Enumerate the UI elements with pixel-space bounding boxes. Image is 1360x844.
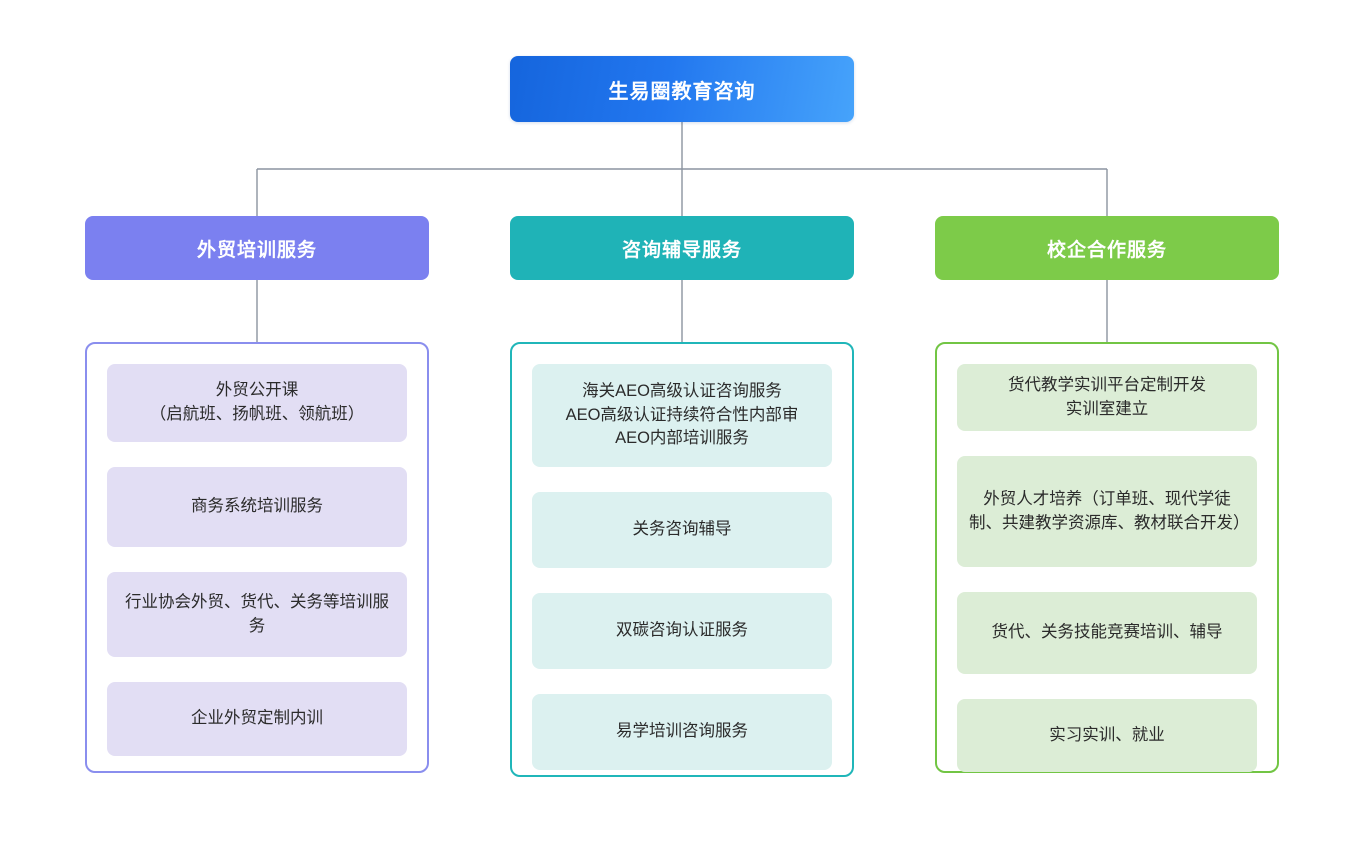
branch-column-3: 校企合作服务 货代教学实训平台定制开发 实训室建立 外贸人才培养（订单班、现代学… [935, 216, 1279, 773]
branch-1-item-3[interactable]: 行业协会外贸、货代、关务等培训服务 [107, 572, 407, 657]
branch-items-box-1: 外贸公开课 （启航班、扬帆班、领航班） 商务系统培训服务 行业协会外贸、货代、关… [85, 342, 429, 773]
branch-items-box-2: 海关AEO高级认证咨询服务 AEO高级认证持续符合性内部审 AEO内部培训服务 … [510, 342, 854, 777]
branch-1-item-2[interactable]: 商务系统培训服务 [107, 467, 407, 547]
branch-3-item-3[interactable]: 货代、关务技能竞赛培训、辅导 [957, 592, 1257, 674]
branch-1-item-4[interactable]: 企业外贸定制内训 [107, 682, 407, 756]
branch-header-zixun-fudao[interactable]: 咨询辅导服务 [510, 216, 854, 280]
branch-items-box-3: 货代教学实训平台定制开发 实训室建立 外贸人才培养（订单班、现代学徒制、共建教学… [935, 342, 1279, 773]
branch-3-item-2[interactable]: 外贸人才培养（订单班、现代学徒制、共建教学资源库、教材联合开发） [957, 456, 1257, 567]
branch-3-item-1[interactable]: 货代教学实训平台定制开发 实训室建立 [957, 364, 1257, 431]
branch-1-item-1[interactable]: 外贸公开课 （启航班、扬帆班、领航班） [107, 364, 407, 442]
branch-2-item-4[interactable]: 易学培训咨询服务 [532, 694, 832, 770]
branch-2-item-2[interactable]: 关务咨询辅导 [532, 492, 832, 568]
root-node[interactable]: 生易圈教育咨询 [510, 56, 854, 122]
branch-2-item-3[interactable]: 双碳咨询认证服务 [532, 593, 832, 669]
branch-header-waimao-peixun[interactable]: 外贸培训服务 [85, 216, 429, 280]
branch-column-2: 咨询辅导服务 海关AEO高级认证咨询服务 AEO高级认证持续符合性内部审 AEO… [510, 216, 854, 777]
branch-column-1: 外贸培训服务 外贸公开课 （启航班、扬帆班、领航班） 商务系统培训服务 行业协会… [85, 216, 429, 773]
branch-3-item-4[interactable]: 实习实训、就业 [957, 699, 1257, 772]
branch-2-item-1[interactable]: 海关AEO高级认证咨询服务 AEO高级认证持续符合性内部审 AEO内部培训服务 [532, 364, 832, 467]
branch-header-xiaoqi-hezuo[interactable]: 校企合作服务 [935, 216, 1279, 280]
